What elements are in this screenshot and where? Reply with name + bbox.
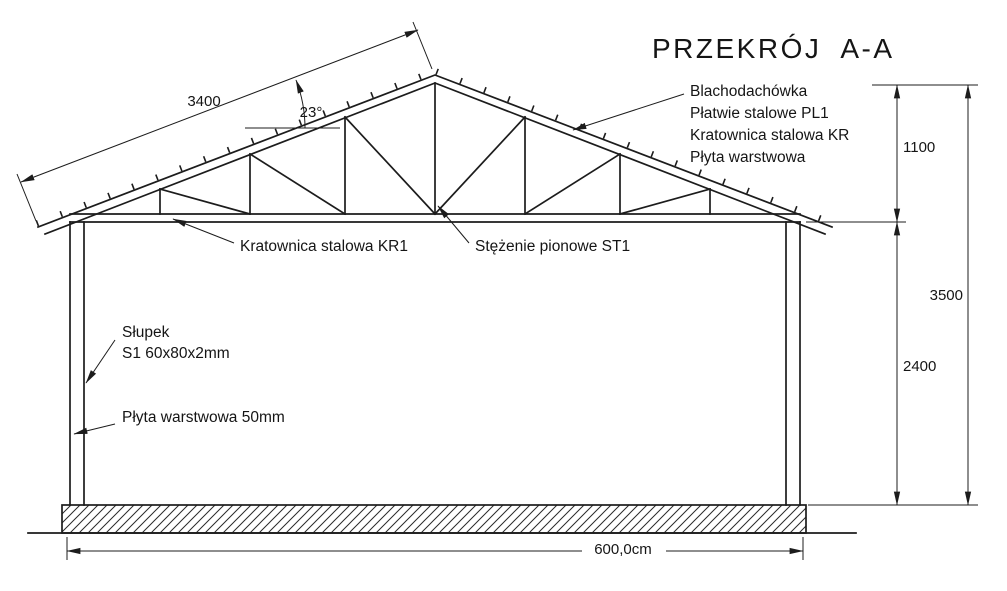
roof-angle-dimension: 23° bbox=[300, 104, 323, 121]
bracing-leader bbox=[437, 205, 470, 244]
drawing-title: PRZEKRÓJ A-A bbox=[652, 33, 895, 64]
slope-dimension-line bbox=[20, 29, 419, 183]
truss-label: Kratownica stalowa KR1 bbox=[240, 238, 408, 255]
dimension-text-mask bbox=[582, 541, 666, 558]
angle-arc bbox=[295, 79, 306, 129]
roof-stack-label: Blachodachówka bbox=[690, 83, 808, 100]
foundation-slab bbox=[61, 504, 807, 534]
total-width-dimension: 600,0cm bbox=[594, 541, 652, 558]
wall-panel-leader bbox=[73, 423, 116, 435]
roof-stack-leader bbox=[572, 93, 685, 131]
roof-height-dimension: 1100 bbox=[903, 139, 935, 156]
wall-height-dimension: 2400 bbox=[903, 358, 936, 375]
bracing-label: Stężenie pionowe ST1 bbox=[475, 238, 630, 255]
post-label: Słupek bbox=[122, 324, 170, 341]
truss-leader bbox=[172, 218, 235, 244]
truss-web-member bbox=[433, 115, 527, 216]
dimension-texts: 3400 23° 1100 2400 3500 600,0cm bbox=[187, 93, 963, 558]
roof-stack-label: Płatwie stalowe PL1 bbox=[690, 105, 829, 122]
extension-line bbox=[16, 173, 37, 222]
roof-stack-label: Płyta warstwowa bbox=[690, 149, 806, 166]
truss-web-member bbox=[618, 187, 712, 216]
roof-stack-labels: Blachodachówka Płatwie stalowe PL1 Krato… bbox=[690, 83, 849, 166]
building-structure bbox=[27, 68, 857, 534]
truss-web-member bbox=[248, 152, 347, 216]
dimension-lines bbox=[16, 21, 978, 560]
walls bbox=[69, 221, 801, 506]
post-size-label: S1 60x80x2mm bbox=[122, 345, 230, 362]
roof-stack-label: Kratownica stalowa KR bbox=[690, 127, 849, 144]
truss-web-member bbox=[158, 187, 252, 216]
slope-length-dimension: 3400 bbox=[187, 93, 220, 110]
total-height-dimension: 3500 bbox=[930, 287, 963, 304]
wall-panel-label: Płyta warstwowa 50mm bbox=[122, 409, 285, 426]
leader-lines bbox=[73, 93, 685, 435]
post-leader bbox=[85, 339, 116, 384]
truss-web-member bbox=[523, 152, 622, 216]
truss-web-member bbox=[343, 115, 437, 216]
extension-line bbox=[412, 21, 433, 70]
